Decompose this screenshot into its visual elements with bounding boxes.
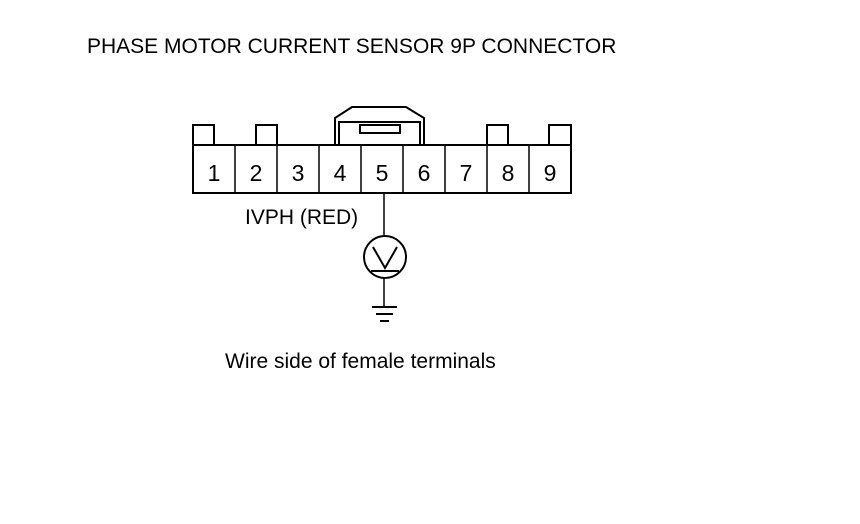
connector-body — [192, 106, 572, 194]
pin-4: 4 — [334, 160, 347, 186]
pin-2: 2 — [250, 160, 263, 186]
diagram-title: PHASE MOTOR CURRENT SENSOR 9P CONNECTOR — [87, 35, 617, 58]
pin-7: 7 — [460, 160, 473, 186]
pin-dividers — [234, 145, 530, 193]
diagram-caption: Wire side of female terminals — [225, 350, 496, 373]
pin-3: 3 — [292, 160, 305, 186]
pin-5: 5 — [376, 160, 389, 186]
ground-icon — [372, 306, 397, 322]
pin-1: 1 — [208, 160, 221, 186]
pin-8: 8 — [502, 160, 515, 186]
pin-numbers: 1 2 3 4 5 6 7 8 9 — [208, 160, 557, 186]
pin-9: 9 — [544, 160, 557, 186]
pin-6: 6 — [418, 160, 431, 186]
wire-label: IVPH (RED) — [245, 206, 359, 229]
voltmeter-icon — [363, 235, 407, 279]
